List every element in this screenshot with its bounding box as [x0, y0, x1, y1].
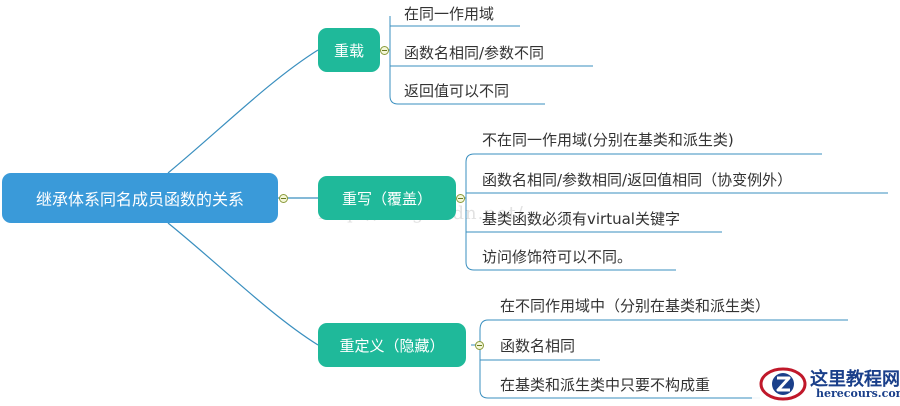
- branch-0-leaf-lines: [385, 16, 593, 105]
- branch-label: 重定义（隐藏）: [339, 336, 445, 355]
- root-node[interactable]: 继承体系同名成员函数的关系: [2, 173, 278, 223]
- root-collapse-toggle[interactable]: [279, 194, 288, 203]
- leaf-item[interactable]: 在不同作用域中（分别在基类和派生类）: [500, 297, 771, 315]
- branch-2-leaf-lines: [471, 319, 848, 399]
- connector-root-branch-2: [167, 222, 319, 346]
- branch-label: 重写（覆盖）: [341, 189, 432, 208]
- leaf-item[interactable]: 访问修饰符可以不同。: [482, 248, 633, 266]
- leaf-item[interactable]: 返回值可以不同: [404, 82, 510, 100]
- leaf-item[interactable]: 不在同一作用域(分别在基类和派生类): [482, 131, 734, 149]
- leaf-item[interactable]: 函数名相同: [500, 337, 576, 355]
- branch-2-collapse-toggle[interactable]: [475, 341, 484, 350]
- branch-node-override[interactable]: 重写（覆盖）: [318, 176, 456, 220]
- logo-name-en: herecours.com: [816, 387, 900, 400]
- branch-node-overload[interactable]: 重载: [318, 28, 380, 72]
- leaf-item[interactable]: 函数名相同/参数不同: [404, 44, 545, 62]
- leaf-item[interactable]: 在同一作用域: [404, 5, 495, 23]
- branch-label: 重载: [333, 41, 364, 60]
- branch-1-collapse-toggle[interactable]: [456, 194, 465, 203]
- branch-1-leaf-lines: [461, 153, 888, 271]
- logo-name-cn: 这里教程网: [810, 369, 900, 390]
- leaf-item[interactable]: 函数名相同/参数相同/返回值相同（协变例外）: [482, 171, 793, 189]
- connector-root-branch-0: [167, 49, 319, 174]
- root-label: 继承体系同名成员函数的关系: [35, 190, 244, 209]
- site-logo: 这里教程网 herecours.com: [752, 362, 900, 406]
- branch-node-redefine[interactable]: 重定义（隐藏）: [318, 323, 466, 367]
- logo-z-icon: [759, 367, 807, 401]
- branch-0-collapse-toggle[interactable]: [380, 46, 389, 55]
- leaf-item[interactable]: 基类函数必须有virtual关键字: [482, 210, 680, 228]
- leaf-item[interactable]: 在基类和派生类中只要不构成重: [500, 376, 711, 394]
